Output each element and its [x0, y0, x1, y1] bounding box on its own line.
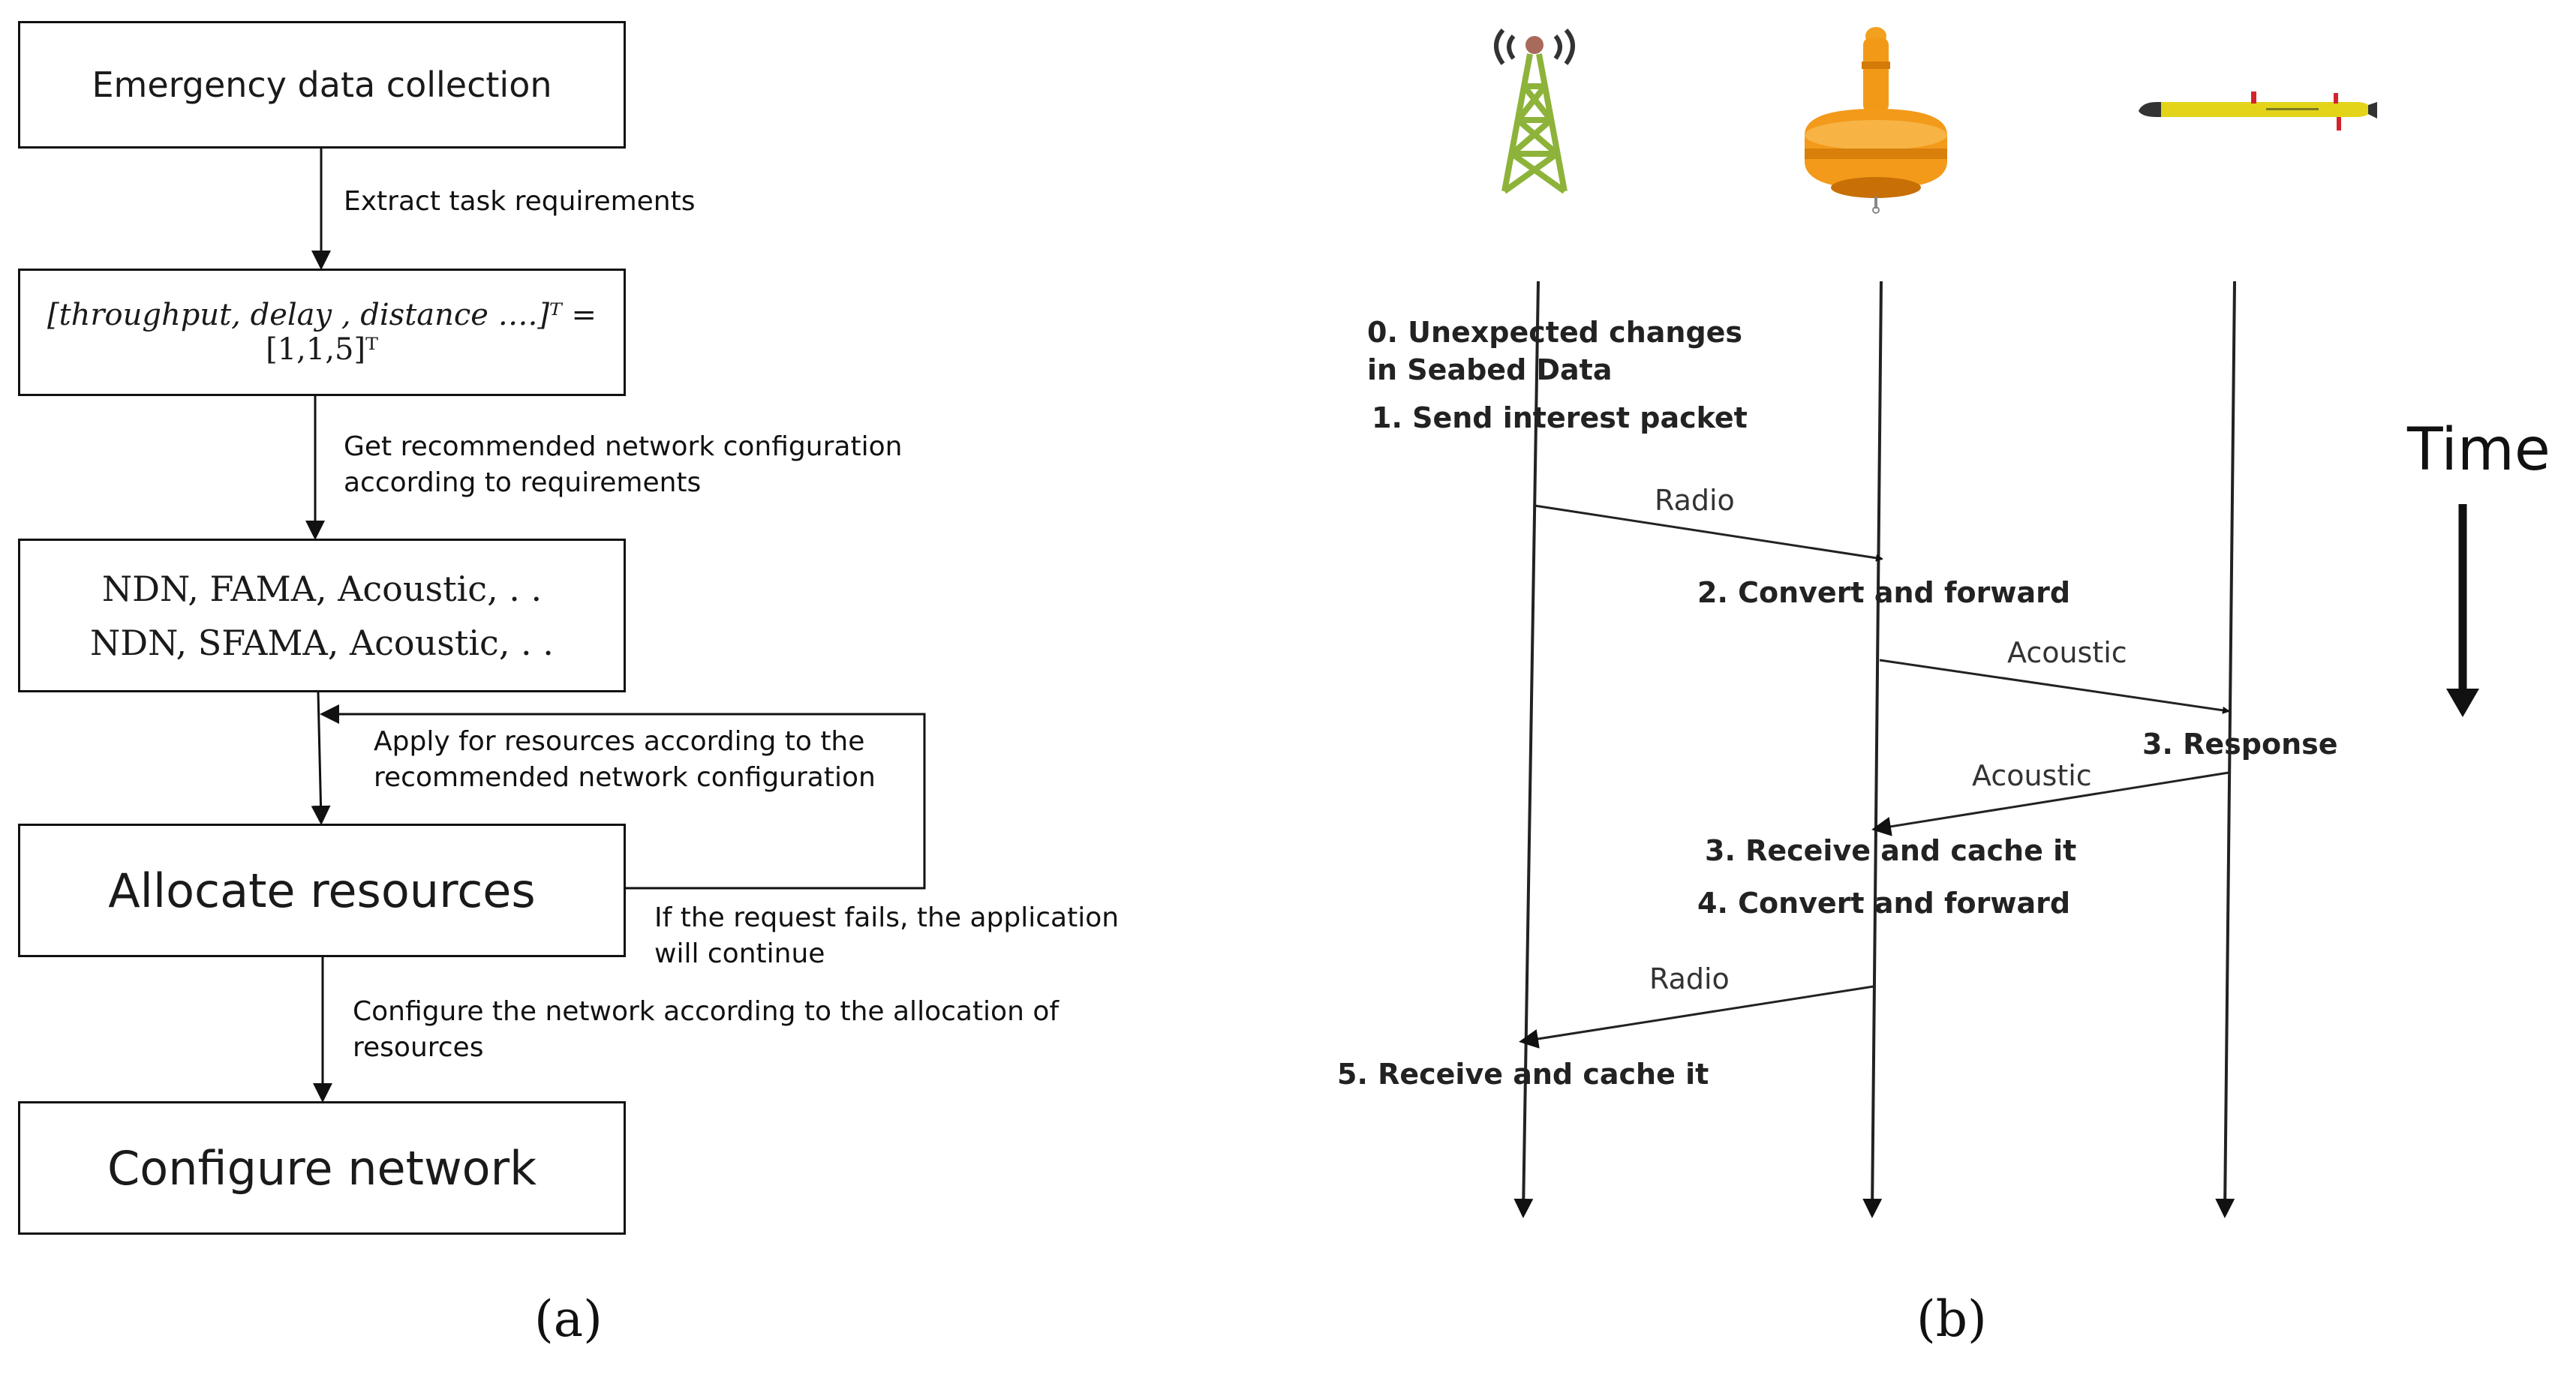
caption-b: (b)	[1916, 1290, 1987, 1348]
config-row-1: NDN, FAMA, Acoustic, . .	[101, 568, 543, 609]
step-1-send-interest: 1. Send interest packet	[1372, 401, 1748, 434]
time-arrow-head	[2446, 689, 2479, 717]
lifeline-auv	[2215, 281, 2236, 1218]
step-0-unexpected-changes: 0. Unexpected changes in Seabed Data	[1367, 316, 1743, 386]
box-emergency-data-collection-label: Emergency data collection	[92, 65, 552, 105]
label-extract-requirements: Extract task requirements	[344, 186, 696, 217]
vector-line-2: [1,1,5]ᵀ	[266, 332, 378, 367]
label-get-recommended-config: Get recommended network configuration ac…	[344, 431, 903, 498]
box-configure-network-label: Configure network	[107, 1140, 537, 1196]
step-5-receive-cache: 5. Receive and cache it	[1337, 1058, 1709, 1091]
step-3-response: 3. Response	[2142, 728, 2338, 761]
box-requirement-vector: [throughput, delay , distance ….]ᵀ = [1,…	[18, 269, 626, 396]
auv-icon	[2139, 92, 2377, 131]
message-radio-1: Radio	[1655, 484, 1735, 517]
lifeline-tower	[1513, 281, 1540, 1218]
arrow-acoustic-auv-to-buoy	[1871, 771, 2229, 836]
vector-line-1: [throughput, delay , distance ….]ᵀ =	[47, 298, 597, 332]
step-3-receive-cache: 3. Receive and cache it	[1705, 834, 2077, 867]
message-radio-2: Radio	[1649, 962, 1730, 995]
message-acoustic-1: Acoustic	[2007, 636, 2127, 669]
buoy-icon	[1805, 27, 1947, 214]
box-allocate-resources: Allocate resources	[18, 824, 626, 957]
caption-a: (a)	[534, 1290, 603, 1348]
step-2-convert-forward: 2. Convert and forward	[1697, 576, 2071, 609]
step-4-convert-forward: 4. Convert and forward	[1697, 887, 2071, 920]
radio-tower-icon	[1494, 28, 1575, 194]
arrow-radio-tower-to-buoy	[1534, 504, 1883, 562]
arrow-config-to-allocate	[311, 692, 331, 825]
arrow-acoustic-buoy-to-auv	[1879, 659, 2230, 714]
config-row-2: NDN, SFAMA, Acoustic, . .	[90, 622, 554, 663]
box-network-configuration-matrix: NDN, FAMA, Acoustic, . . NDN, SFAMA, Aco…	[18, 539, 626, 692]
arrow-radio-buoy-to-tower	[1519, 985, 1874, 1049]
label-apply-resources: Apply for resources according to the rec…	[374, 726, 876, 793]
box-allocate-resources-label: Allocate resources	[108, 863, 536, 918]
box-configure-network: Configure network	[18, 1101, 626, 1235]
time-label: Time	[2407, 416, 2550, 484]
box-emergency-data-collection: Emergency data collection	[18, 21, 626, 149]
arrow-retry-loop	[320, 704, 926, 890]
label-request-fails: If the request fails, the application wi…	[654, 902, 1120, 969]
lifeline-buoy	[1862, 281, 1883, 1218]
label-configure-according-allocation: Configure the network according to the a…	[353, 996, 1060, 1063]
message-acoustic-2: Acoustic	[1972, 759, 2092, 792]
